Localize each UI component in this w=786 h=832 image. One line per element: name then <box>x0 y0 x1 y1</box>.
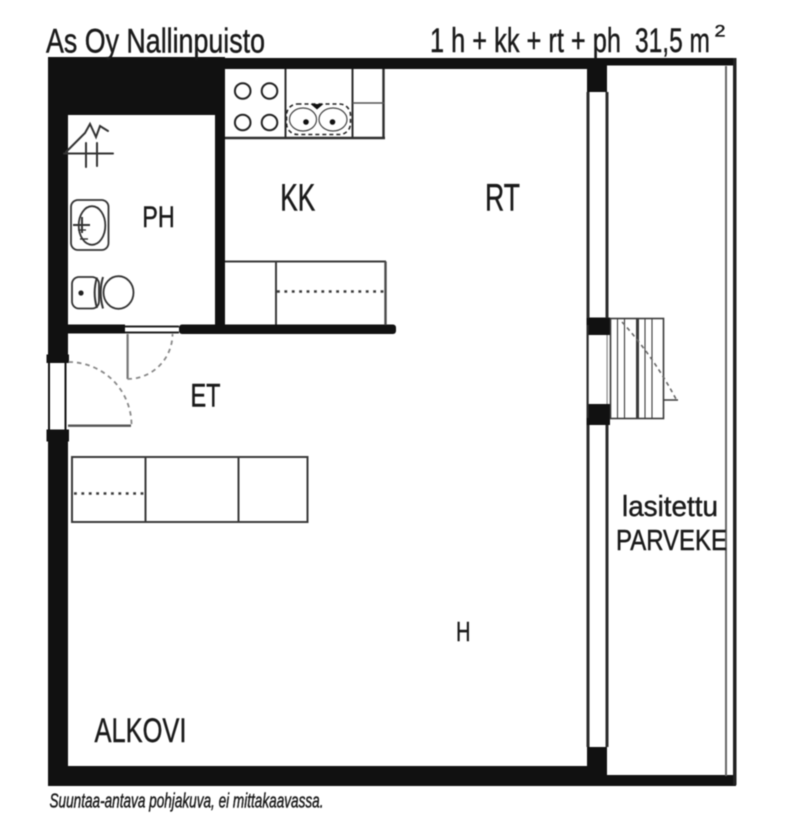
svg-text:lasitettu: lasitettu <box>622 491 718 523</box>
svg-text:PH: PH <box>142 201 175 234</box>
svg-text:31,5 m: 31,5 m <box>635 22 710 60</box>
svg-text:H: H <box>456 616 471 647</box>
svg-text:1 h + kk + rt + ph: 1 h + kk + rt + ph <box>430 22 621 60</box>
svg-text:2: 2 <box>715 22 726 41</box>
svg-text:As Oy Nallinpuisto: As Oy Nallinpuisto <box>46 23 265 61</box>
svg-text:RT: RT <box>485 178 520 220</box>
svg-text:KK: KK <box>280 178 315 220</box>
svg-text:ALKOVI: ALKOVI <box>95 712 187 750</box>
svg-text:Suuntaa-antava pohjakuva, ei m: Suuntaa-antava pohjakuva, ei mittakaavas… <box>50 791 324 813</box>
svg-text:ET: ET <box>191 378 221 414</box>
svg-text:PARVEKE: PARVEKE <box>616 525 727 557</box>
